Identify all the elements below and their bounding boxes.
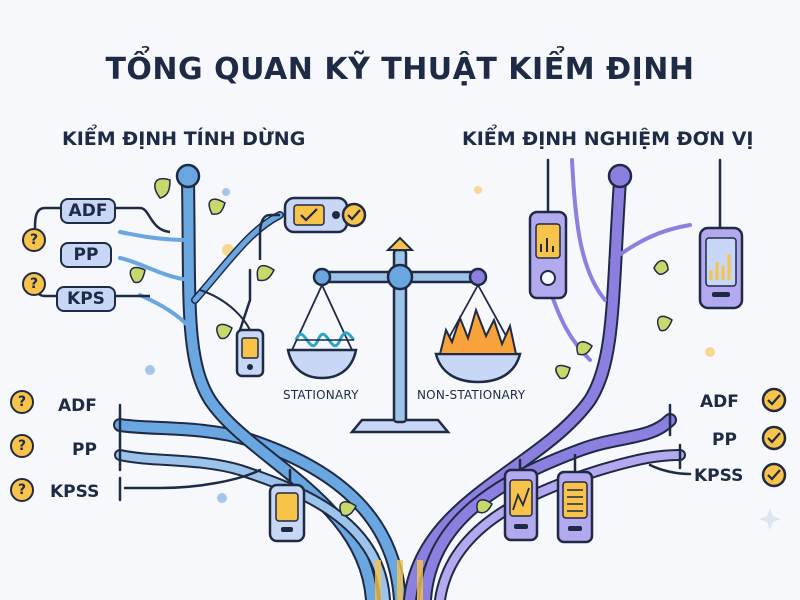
glow-dot bbox=[145, 365, 155, 375]
question-mark-icon: ? bbox=[22, 272, 46, 296]
section-heading-unit-root: KIỂM ĐỊNH NGHIỆM ĐƠN VỊ bbox=[462, 128, 754, 150]
glow-dot bbox=[474, 186, 482, 194]
handheld-device-icon bbox=[268, 483, 306, 543]
status-device-icon bbox=[258, 196, 349, 260]
question-mark-icon: ? bbox=[10, 478, 34, 502]
handheld-device-icon bbox=[503, 468, 539, 542]
handheld-device-icon bbox=[528, 210, 568, 300]
glow-dot bbox=[217, 493, 227, 503]
left-branches bbox=[113, 173, 407, 600]
question-mark-icon: ? bbox=[10, 390, 34, 414]
scale-label-stationary: STATIONARY bbox=[283, 388, 359, 402]
handheld-device-icon bbox=[235, 328, 265, 378]
balance-scale bbox=[286, 236, 522, 434]
handheld-device-icon bbox=[698, 226, 744, 310]
sparkle-icon bbox=[759, 508, 781, 530]
section-heading-stationarity: KIỂM ĐỊNH TÍNH DỪNG bbox=[62, 128, 306, 150]
handheld-device-icon bbox=[556, 470, 594, 544]
question-mark-icon: ? bbox=[22, 228, 46, 252]
test-box-kps[interactable]: KPS bbox=[56, 286, 116, 312]
glow-dot bbox=[222, 188, 230, 196]
test-box-adf[interactable]: ADF bbox=[60, 198, 116, 224]
scale-label-non-stationary: NON-STATIONARY bbox=[417, 388, 526, 402]
right-test-label-adf: ADF bbox=[700, 392, 739, 412]
leaf-icon bbox=[129, 178, 673, 517]
right-trunk-node bbox=[607, 163, 633, 189]
trunk-glow bbox=[375, 560, 423, 600]
right-branches bbox=[403, 158, 722, 600]
question-mark-icon: ? bbox=[10, 434, 34, 458]
left-test-label-adf: ADF bbox=[58, 396, 97, 416]
page-title: TỔNG QUAN KỸ THUẬT KIỂM ĐỊNH bbox=[105, 52, 695, 87]
right-test-label-kpss: KPSS bbox=[694, 466, 744, 486]
glow-dot bbox=[705, 347, 715, 357]
left-test-label-pp: PP bbox=[72, 440, 97, 460]
right-test-label-pp: PP bbox=[712, 430, 737, 450]
left-trunk-node bbox=[175, 163, 201, 189]
test-box-pp[interactable]: PP bbox=[60, 242, 112, 268]
left-test-label-kpss: KPSS bbox=[50, 482, 100, 502]
